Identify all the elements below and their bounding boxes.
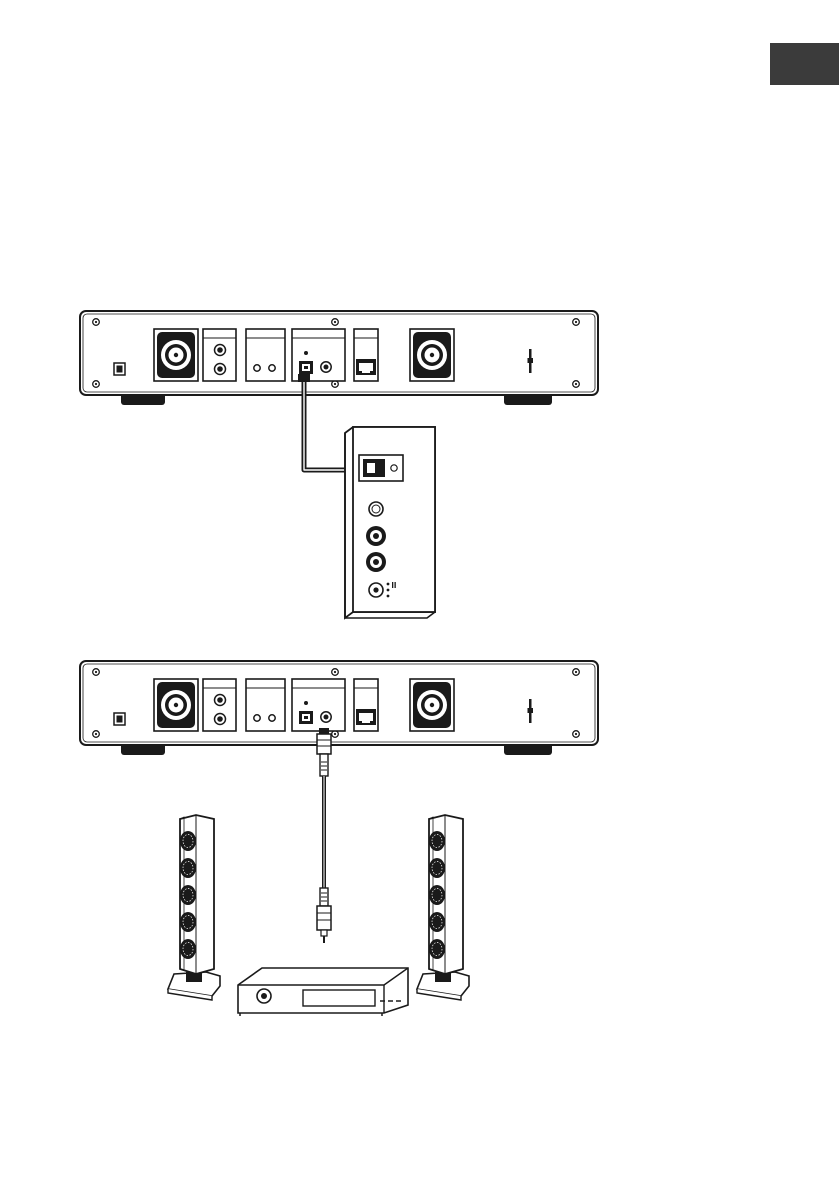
external-optical-receiver — [345, 427, 435, 618]
av-receiver — [238, 968, 408, 1016]
rca-plug-icon — [317, 888, 331, 943]
rca-plug-icon — [317, 728, 331, 776]
optical-port-icon — [359, 455, 403, 481]
coaxial-cable — [317, 728, 331, 943]
figure-optical-connection — [80, 311, 598, 618]
device-rear-panel — [80, 311, 598, 405]
device-rear-panel — [80, 661, 598, 755]
speaker-right — [417, 815, 469, 1000]
figure-coaxial-connection — [80, 661, 598, 1016]
volume-knob-icon — [257, 989, 271, 1003]
speaker-left — [168, 815, 220, 1000]
